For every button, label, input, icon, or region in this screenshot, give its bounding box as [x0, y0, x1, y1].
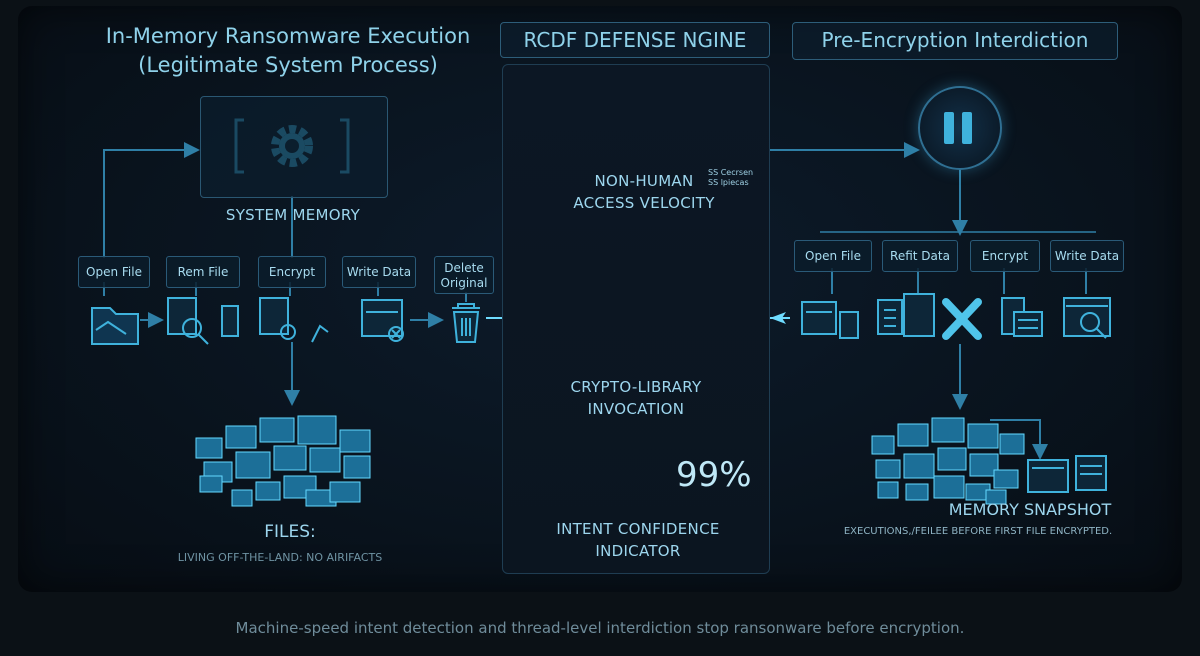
file-cluster-right [871, 417, 1025, 505]
crypto-label: CRYPTO-LIBRARY INVOCATION [556, 376, 716, 420]
left-title-line2: (Legitimate System Process) [138, 53, 438, 77]
block-x-icon [942, 298, 982, 340]
trash-icon [452, 303, 480, 343]
step-open-file: Open File [78, 256, 150, 288]
memory-snapshot-label: MEMORY SNAPSHOT [948, 500, 1112, 519]
interdiction-title: Pre-Encryption Interdiction [792, 22, 1118, 60]
document-search-icon [167, 297, 239, 345]
velocity-tags: SS Cecrsen SS lpiecas [708, 168, 768, 188]
file-cluster-left [195, 415, 371, 507]
step-write-data: Write Data [342, 256, 416, 288]
velocity-tag2: SS lpiecas [708, 178, 749, 187]
velocity-line1: NON-HUMAN [594, 172, 694, 190]
pause-icon-bar [962, 112, 972, 144]
system-memory-box [200, 96, 388, 198]
folder-icon [91, 307, 139, 345]
file-window-icon [801, 301, 859, 339]
left-title-line1: In-Memory Ransomware Execution [105, 24, 471, 48]
crypto-line2: INVOCATION [587, 400, 685, 418]
crypto-line1: CRYPTO-LIBRARY [570, 378, 702, 396]
snapshot-window-icon [1027, 455, 1107, 493]
velocity-label: NON-HUMAN ACCESS VELOCITY [566, 170, 722, 214]
delete-line2: Original [440, 276, 488, 290]
system-memory-label: SYSTEM MEMORY [225, 206, 361, 224]
right-step-refit-data: Refit Data [882, 240, 958, 272]
encrypt-document-icon [259, 297, 329, 343]
step-encrypt: Encrypt [258, 256, 326, 288]
engine-panel [502, 64, 770, 574]
left-panel-title: In-Memory Ransomware Execution (Legitima… [88, 22, 488, 80]
velocity-line2: ACCESS VELOCITY [573, 194, 715, 212]
right-step-open-file: Open File [794, 240, 872, 272]
engine-title: RCDF DEFENSE NGINE [500, 22, 770, 58]
delete-line1: Delete [444, 261, 484, 275]
confidence-line1: INTENT CONFIDENCE [556, 520, 720, 538]
right-step-write-data: Write Data [1050, 240, 1124, 272]
files-note: LIVING OFF-THE-LAND: NO AIRIFACTS [177, 551, 383, 564]
magnifier-window-icon [1063, 297, 1111, 339]
files-label: FILES: [264, 522, 316, 542]
confidence-value: 99% [676, 455, 752, 495]
velocity-tag1: SS Cecrsen [708, 168, 754, 177]
pause-button[interactable] [918, 86, 1002, 170]
encrypt-calc-icon [1001, 297, 1043, 337]
document-list-icon [877, 293, 935, 337]
memory-snapshot-note: EXECUTIONS,/FEILEE BEFORE FIRST FILE ENC… [843, 526, 1113, 537]
diagram-caption: Machine-speed intent detection and threa… [235, 619, 965, 637]
step-rem-file: Rem File [166, 256, 240, 288]
confidence-line2: INDICATOR [595, 542, 681, 560]
right-step-encrypt: Encrypt [970, 240, 1040, 272]
step-delete-original: Delete Original [434, 256, 494, 294]
write-data-icon [361, 299, 404, 342]
pause-icon [944, 112, 954, 144]
confidence-label: INTENT CONFIDENCE INDICATOR [552, 518, 724, 562]
